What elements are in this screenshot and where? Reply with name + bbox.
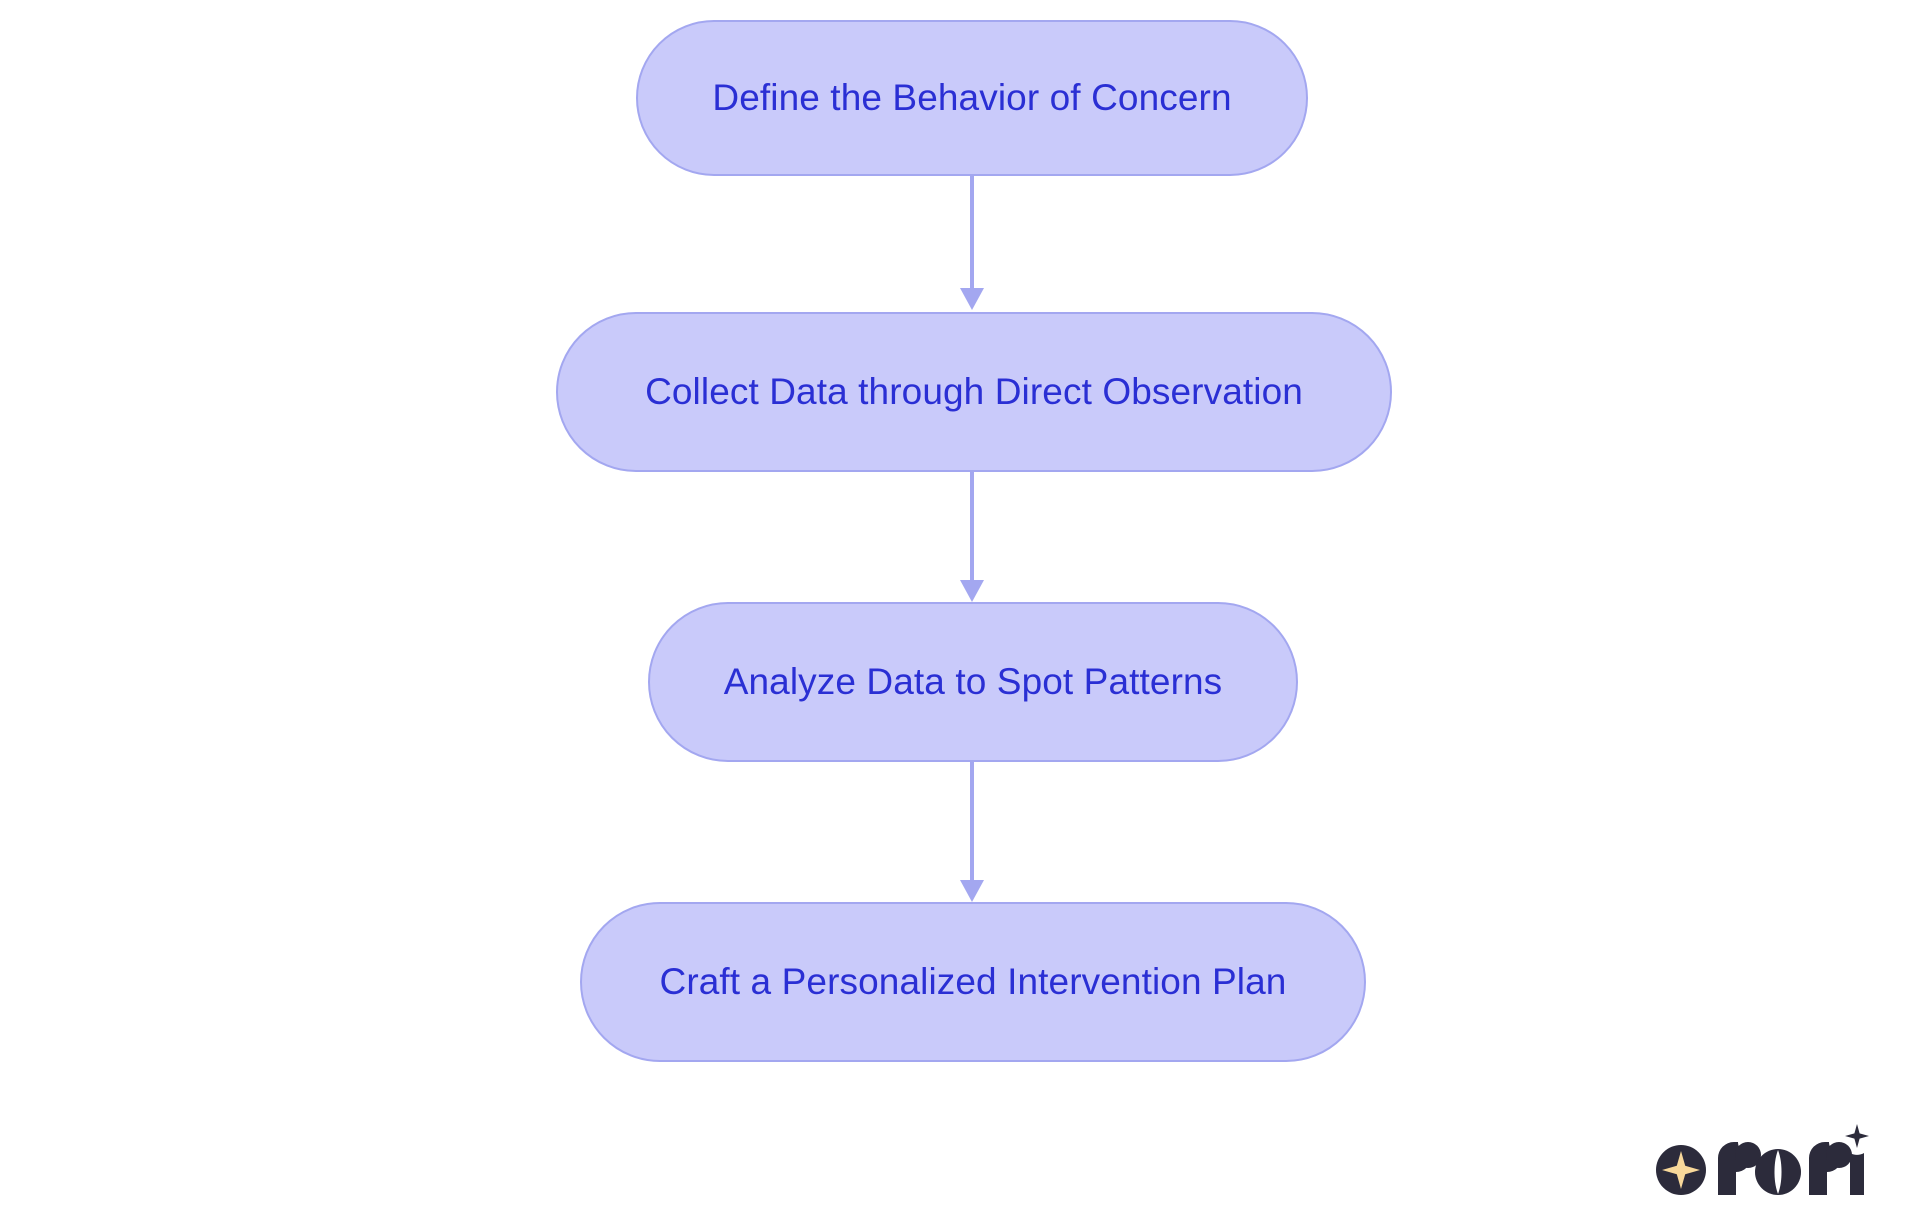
- flow-node-craft-plan[interactable]: Craft a Personalized Intervention Plan: [580, 902, 1366, 1062]
- flow-node-label: Analyze Data to Spot Patterns: [723, 660, 1223, 702]
- rori-logo: [1656, 1124, 1869, 1195]
- connector-node1-node2: [960, 472, 984, 602]
- flow-node-label: Collect Data through Direct Observation: [645, 370, 1303, 412]
- four-point-star-icon: [1662, 1151, 1700, 1189]
- flow-node-label: Craft a Personalized Intervention Plan: [659, 960, 1287, 1002]
- flow-node-collect-data[interactable]: Collect Data through Direct Observation: [556, 312, 1392, 472]
- flow-node-label: Define the Behavior of Concern: [712, 76, 1232, 118]
- flow-node-analyze-data[interactable]: Analyze Data to Spot Patterns: [648, 602, 1298, 762]
- connector-node2-node3: [960, 762, 984, 902]
- rori-wordmark: [1718, 1124, 1869, 1195]
- rori-badge-icon: [1656, 1145, 1706, 1195]
- connector-node0-node1: [960, 176, 984, 310]
- flow-node-define-behavior[interactable]: Define the Behavior of Concern: [636, 20, 1308, 176]
